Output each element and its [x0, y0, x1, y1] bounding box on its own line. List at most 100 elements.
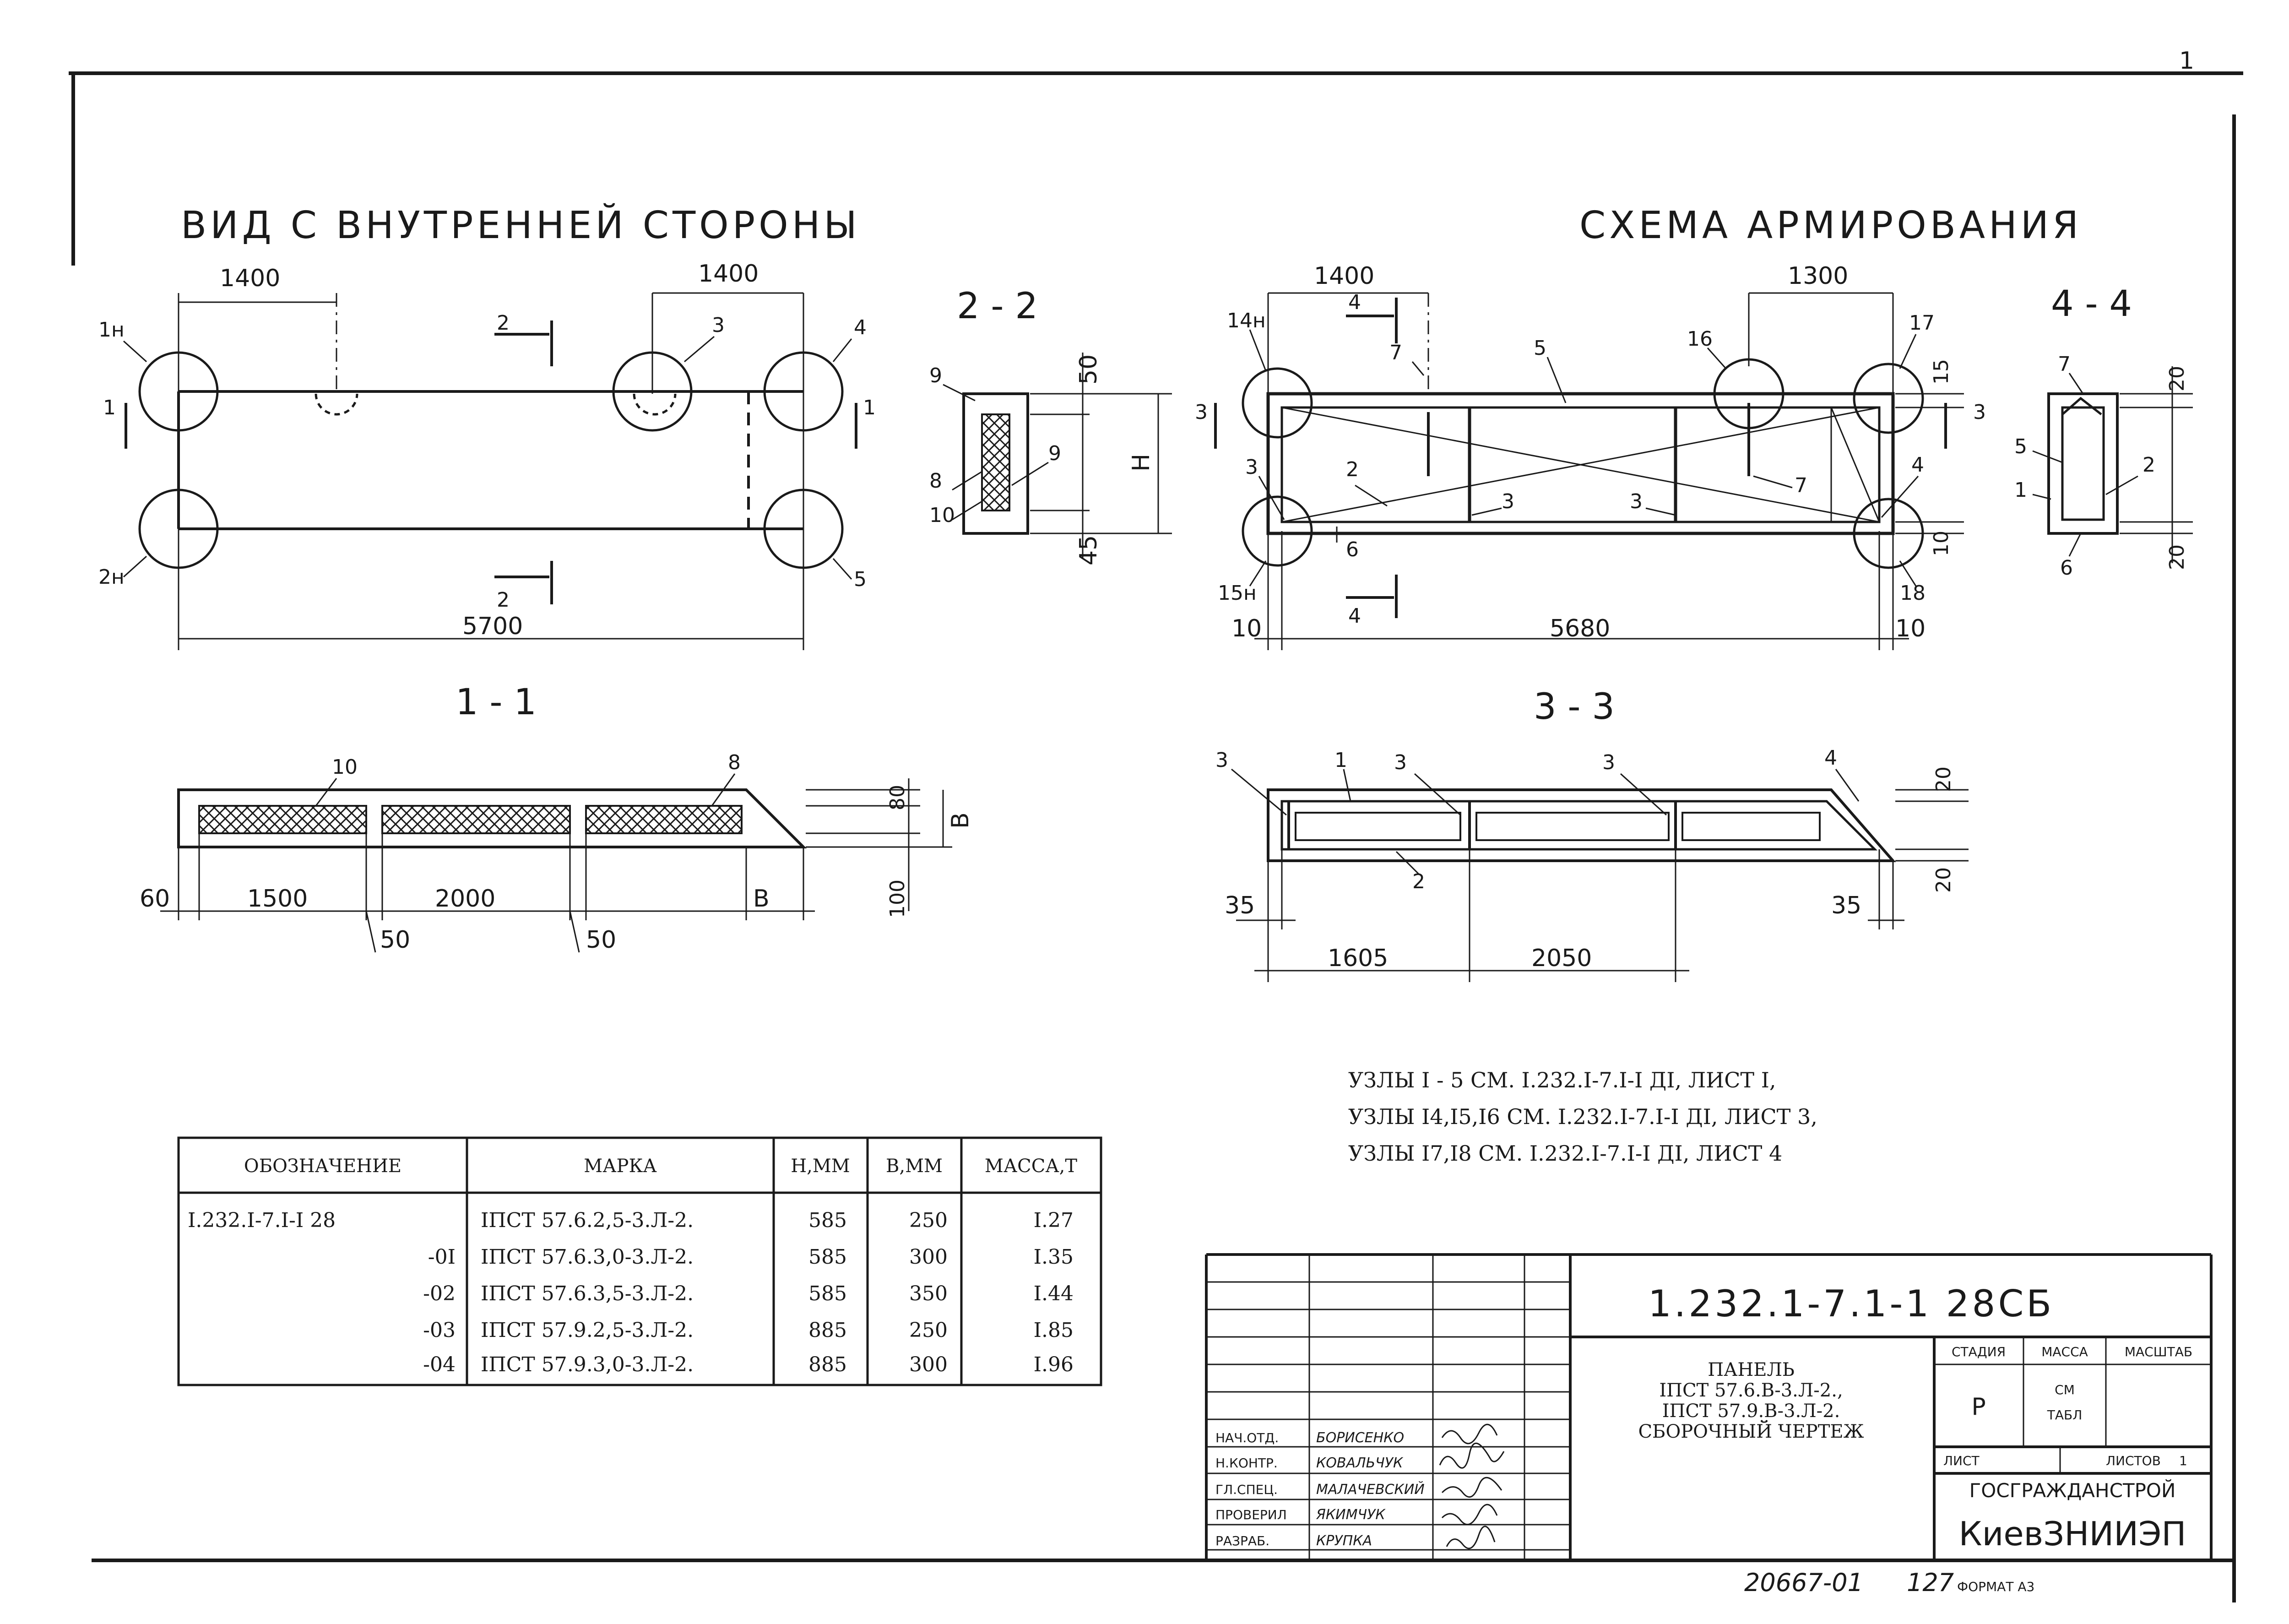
section-2-2: 2 - 2 50 Н 45 9 8 10 9 [929, 286, 1172, 565]
label-7: 7 [2058, 353, 2071, 376]
dim-1300: 1300 [1788, 262, 1848, 290]
cut-mark-2-bottom: 2 [497, 588, 510, 612]
node-label-2n: 2н [98, 565, 125, 589]
signature-scribbles [1439, 1423, 1505, 1549]
dim-h: Н [1128, 454, 1155, 472]
cell-mass: I.35 [1034, 1245, 1074, 1269]
inner-side-view: 1400 1400 5700 2 2 1 1 1н 2н 3 4 5 [98, 260, 876, 650]
label-15n: 15н [1218, 581, 1257, 605]
header-b: В,ММ [886, 1156, 943, 1177]
label-9-top: 9 [929, 364, 942, 387]
label-1: 1 [1334, 749, 1347, 772]
sheets-label: ЛИСТОВ [2106, 1453, 2161, 1468]
dim-10-right: 10 [1895, 615, 1926, 642]
label-3-mid: 3 [1394, 751, 1407, 774]
sheet-frame [69, 71, 2243, 1602]
product-name-line: IПСТ 57.9.В-3.Л-2. [1662, 1401, 1840, 1422]
node-label-3: 3 [712, 314, 725, 337]
header-mark: МАРКА [584, 1156, 656, 1177]
scale-header: МАСШТАБ [2125, 1344, 2192, 1359]
cell-mass: I.27 [1034, 1209, 1074, 1232]
staff-name: ЯКИМЧУК [1316, 1507, 1386, 1523]
right-view-title: СХЕМА АРМИРОВАНИЯ [1579, 204, 2082, 247]
title-block: 1.232.1-7.1-1 28СБ ПАНЕЛЬ IПСТ 57.6.В-3.… [1205, 1253, 2213, 1560]
cut-mark-2-top: 2 [497, 311, 510, 335]
cell-mass: I.44 [1034, 1282, 1074, 1305]
label-3-left: 3 [1215, 749, 1228, 772]
section-4-4: 4 - 4 20 20 7 5 1 2 6 [2014, 283, 2193, 580]
label-5: 5 [1534, 337, 1546, 360]
cell-designation: I.232.I-7.I-I 28 [188, 1209, 336, 1232]
dim-1400-right: 1400 [698, 260, 759, 288]
cut-3-right: 3 [1973, 401, 1986, 424]
page-number: 127 [1907, 1568, 1954, 1597]
product-name-line: IПСТ 57.6.В-3.Л-2., [1659, 1380, 1843, 1401]
cell-h: 585 [808, 1209, 847, 1232]
staff-role: РАЗРАБ. [1215, 1533, 1269, 1548]
label-4: 4 [1824, 746, 1837, 770]
dim-1605: 1605 [1328, 945, 1388, 972]
dim-20-bottom: 20 [1932, 867, 1955, 893]
dim-1500: 1500 [247, 885, 308, 912]
cell-designation: -03 [423, 1319, 456, 1342]
cell-h: 885 [808, 1319, 847, 1342]
node-label-1n: 1н [98, 318, 125, 342]
note-line: УЗЛЫ I7,I8 СМ. I.232.I-7.I-I ДI, ЛИСТ 4 [1348, 1141, 1782, 1166]
staff-role: ПРОВЕРИЛ [1215, 1507, 1287, 1522]
label-10: 10 [929, 504, 955, 527]
format-label: ФОРМАТ А3 [1957, 1579, 2034, 1594]
label-17: 17 [1909, 311, 1935, 335]
cell-mark: IПСТ 57.6.2,5-3.Л-2. [481, 1209, 694, 1232]
label-14n: 14н [1227, 309, 1266, 332]
label-18: 18 [1900, 581, 1926, 605]
staff-name: КОВАЛЬЧУК [1316, 1455, 1404, 1471]
dim-10-left: 10 [1231, 615, 1262, 642]
staff-role: НАЧ.ОТД. [1215, 1430, 1279, 1445]
section-2-2-title: 2 - 2 [957, 286, 1038, 327]
archive-number: 20667-01 [1744, 1568, 1863, 1597]
cell-mark: IПСТ 57.6.3,0-3.Л-2. [481, 1245, 694, 1269]
org-top: ГОСГРАЖДАНСТРОЙ [1969, 1479, 2176, 1502]
label-2: 2 [1412, 870, 1425, 893]
dim-15: 15 [1930, 359, 1953, 385]
section-3-3: 3 - 3 [1215, 686, 1969, 982]
dim-10-side: 10 [1930, 531, 1953, 556]
dim-20-bottom: 20 [2165, 544, 2189, 570]
dim-b-bottom: В [753, 885, 770, 912]
mass-header: МАССА [2041, 1344, 2088, 1359]
cell-mark: IПСТ 57.9.3,0-3.Л-2. [481, 1353, 694, 1376]
label-3-right: 3 [1602, 751, 1615, 774]
cell-mass: I.85 [1034, 1319, 1074, 1342]
cell-mark: IПСТ 57.6.3,5-3.Л-2. [481, 1282, 694, 1305]
cut-3-left: 3 [1195, 401, 1208, 424]
header-designation: ОБОЗНАЧЕНИЕ [244, 1156, 401, 1177]
label-5: 5 [2014, 435, 2027, 458]
cell-h: 585 [808, 1282, 847, 1305]
cell-b: 300 [909, 1245, 948, 1269]
dim-45: 45 [1075, 535, 1102, 565]
dim-80: 80 [886, 785, 909, 810]
label-1: 1 [2014, 478, 2027, 502]
staff-role: ГЛ.СПЕЦ. [1215, 1482, 1278, 1497]
label-9-right: 9 [1048, 442, 1061, 465]
dim-100: 100 [886, 880, 909, 918]
dim-35-left: 35 [1225, 892, 1255, 919]
sheet-label: ЛИСТ [1943, 1453, 1980, 1468]
note-line: УЗЛЫ I4,I5,I6 СМ. I.232.I-7.I-I ДI, ЛИСТ… [1348, 1104, 1817, 1129]
label-4: 4 [1911, 453, 1924, 477]
cell-mark: IПСТ 57.9.2,5-3.Л-2. [481, 1319, 694, 1342]
cut-mark-1-left: 1 [103, 396, 116, 419]
cell-designation: -0I [428, 1245, 456, 1269]
staff-role: Н.КОНТР. [1215, 1456, 1278, 1471]
node-label-4: 4 [854, 316, 867, 339]
stage-value: Р [1971, 1393, 1985, 1421]
document-code: 1.232.1-7.1-1 28СБ [1648, 1282, 2054, 1325]
label-3-a: 3 [1502, 490, 1514, 513]
mass-value-line2: ТАБЛ [2047, 1407, 2083, 1423]
cell-designation: -02 [423, 1282, 456, 1305]
staff-name: МАЛАЧЕВСКИЙ [1316, 1481, 1425, 1498]
section-3-3-title: 3 - 3 [1534, 686, 1615, 728]
label-8: 8 [728, 751, 741, 774]
cut-4-bottom: 4 [1348, 604, 1361, 628]
